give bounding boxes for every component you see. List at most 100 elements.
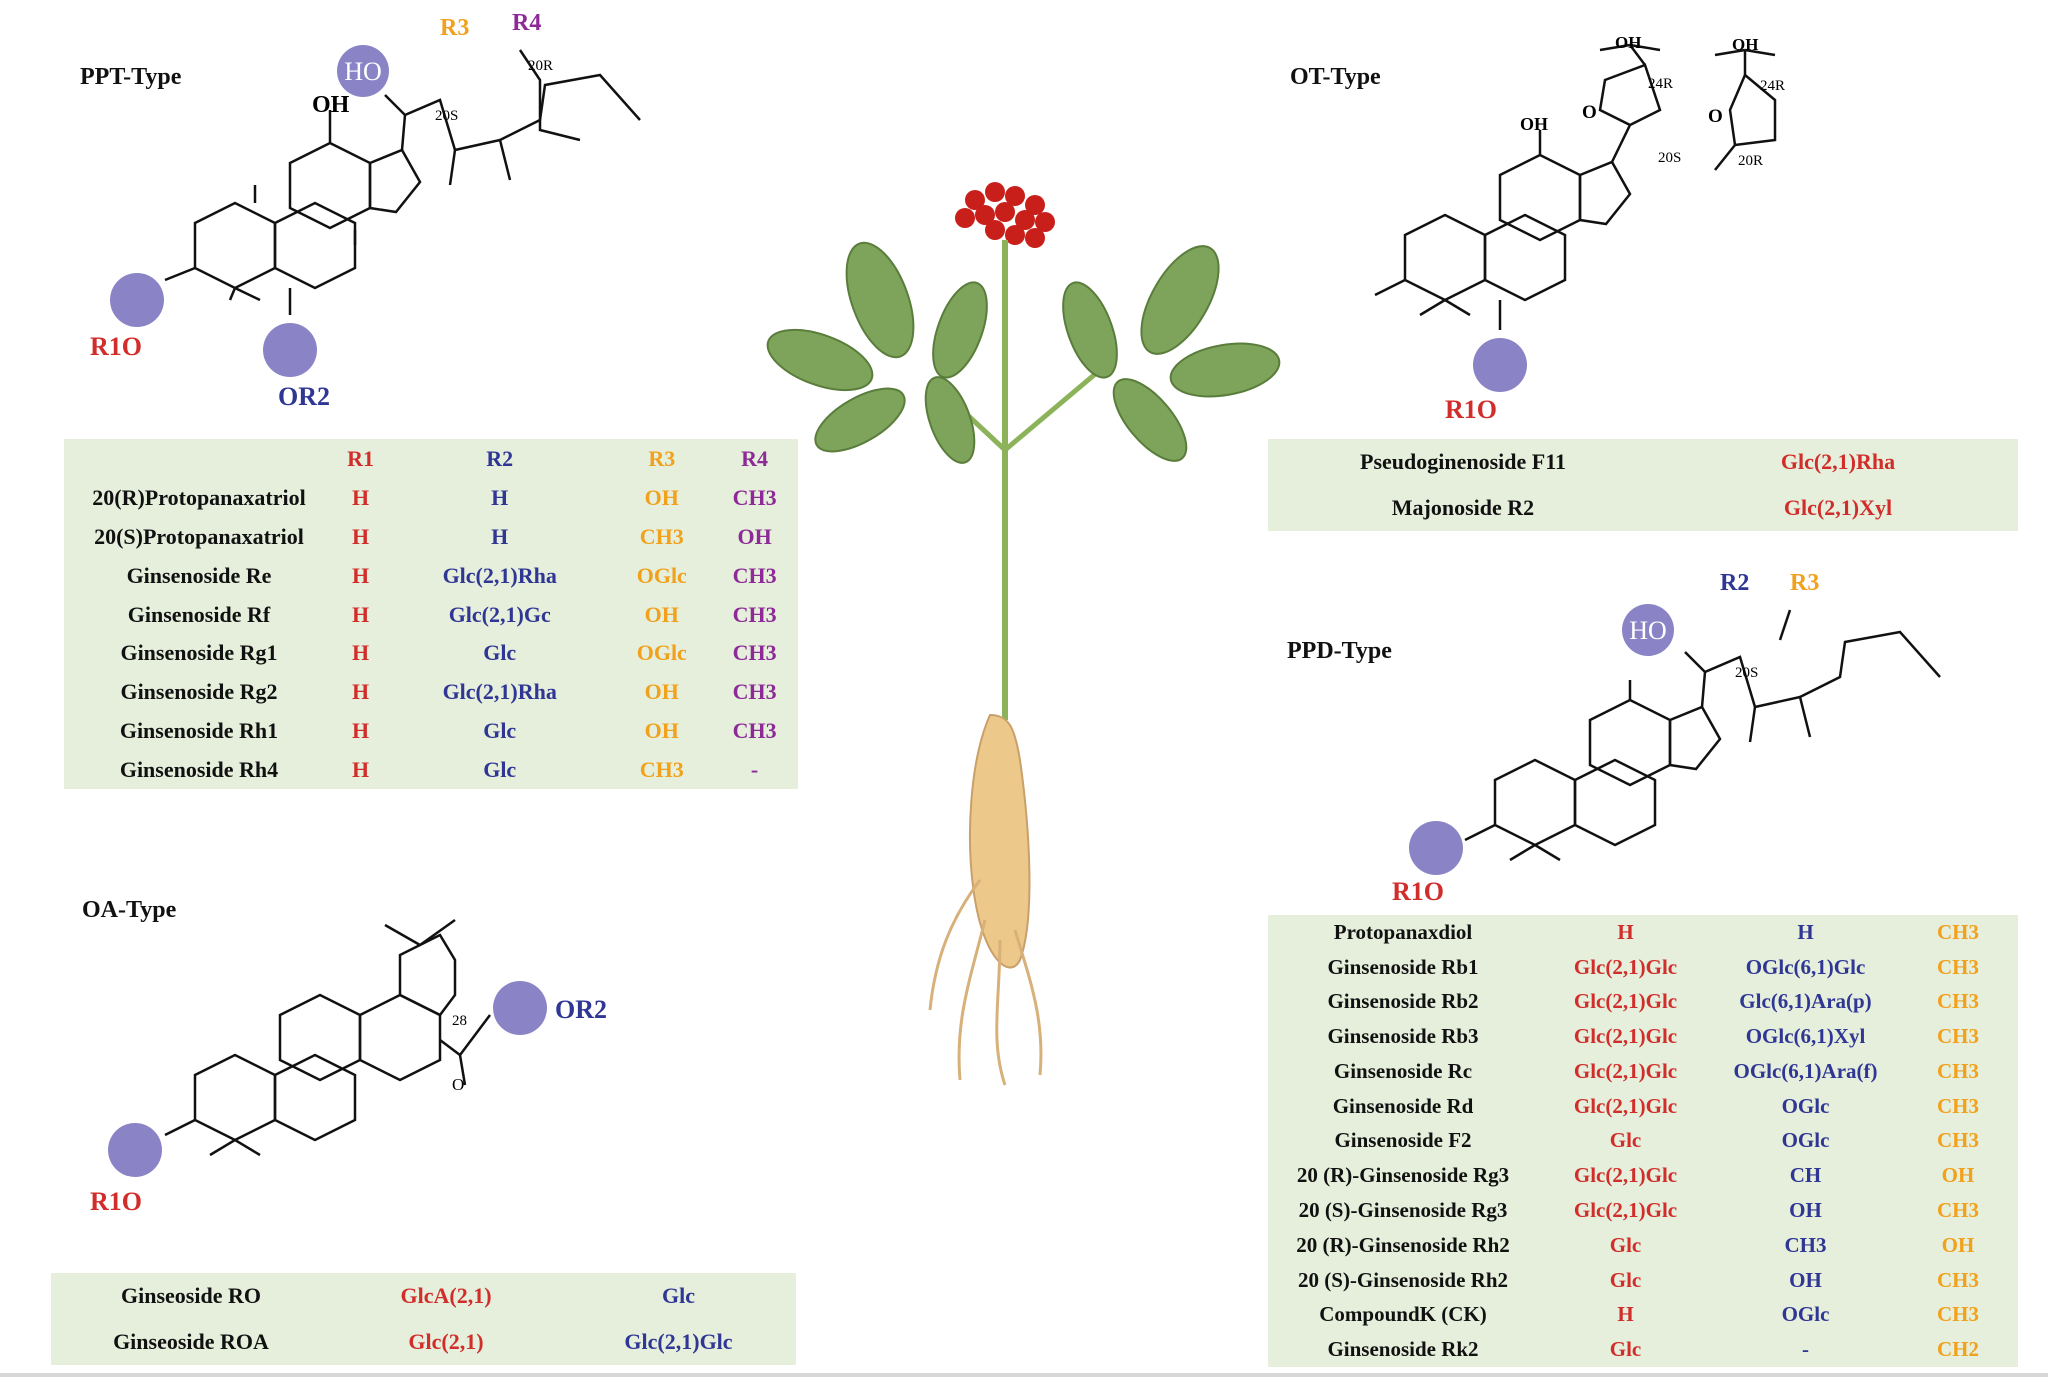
- r3-value: OGlc: [636, 640, 687, 666]
- r2-value: Glc: [483, 640, 517, 666]
- r1-value: Glc(2,1)Glc: [1573, 954, 1678, 979]
- r2-value: OGlc(6,1)Xyl: [1745, 1024, 1866, 1049]
- compound-name: CompoundK (CK): [1319, 1302, 1487, 1327]
- compound-name: Ginsenoside Rg2: [120, 679, 278, 705]
- ppt-r4-label: R4: [512, 10, 541, 36]
- r1-value: Glc(2,1)Rha: [1780, 449, 1896, 474]
- r3-value: OH: [644, 717, 679, 743]
- r1-value: H: [351, 717, 370, 743]
- ppd-r1o-circle: [1409, 821, 1463, 875]
- r2-value: CH: [1789, 1163, 1822, 1188]
- ppt-r1o-label: R1O: [90, 332, 142, 361]
- compound-name: Ginsenoside Rg1: [120, 640, 278, 666]
- r2-value: OGlc: [1781, 1093, 1830, 1118]
- compound-name: Ginsenoside Rd: [1332, 1093, 1474, 1118]
- ppt-header-r2: R2: [486, 446, 514, 471]
- compound-name: 20 (R)-Ginsenoside Rh2: [1296, 1232, 1510, 1257]
- ppt-or2-label: OR2: [278, 382, 330, 411]
- r1-value: H: [1617, 919, 1634, 944]
- ot-24r-b-label: 24R: [1760, 78, 1785, 94]
- oa-r1o-label: R1O: [90, 1187, 142, 1216]
- r3-value: CH3: [1937, 1128, 1979, 1153]
- compound-name: Ginsenoside Rb1: [1327, 954, 1479, 979]
- r3-value: CH3: [1937, 1267, 1979, 1292]
- oa-o-label: O: [452, 1075, 464, 1094]
- ppd-ring-b: [1573, 758, 1657, 847]
- compound-name: Ginsenoside Rh4: [119, 756, 279, 782]
- compound-name: Ginsenoside Rc: [1333, 1058, 1473, 1083]
- r1-value: Glc(2,1)Xyl: [1783, 495, 1893, 520]
- r1-value: H: [351, 640, 370, 666]
- r4-value: CH3: [732, 640, 777, 666]
- compound-name: 20(R)Protopanaxatriol: [92, 485, 306, 511]
- ppt-20r-label: 20R: [528, 58, 553, 74]
- compound-name: 20(S)Protopanaxatriol: [94, 524, 304, 550]
- ppt-table-row: Ginsenoside Rg1 H Glc OGlc CH3: [64, 634, 798, 673]
- r2-value: H: [491, 485, 509, 511]
- r3-value: CH3: [639, 756, 684, 782]
- r1-value: H: [351, 562, 370, 588]
- oa-ring-b: [273, 1053, 357, 1142]
- r2-value: Glc: [662, 1283, 695, 1308]
- r2-value: Glc(2,1)Rha: [442, 562, 557, 588]
- r2-value: H: [491, 524, 509, 550]
- r3-value: CH3: [1937, 954, 1979, 979]
- r1-value: Glc(2,1): [408, 1329, 484, 1354]
- compound-name: Ginsenoside Re: [126, 562, 272, 588]
- r2-value: Glc(6,1)Ara(p): [1739, 989, 1872, 1014]
- compound-name: Ginsenoside Rh1: [119, 717, 279, 743]
- r2-value: -: [1802, 1337, 1809, 1362]
- compound-name: Ginseoside ROA: [113, 1329, 269, 1354]
- ppt-header-r4: R4: [741, 446, 769, 471]
- r4-value: CH3: [732, 485, 777, 511]
- ot-24r-a-label: 24R: [1648, 76, 1673, 92]
- ot-o1-label: O: [1582, 102, 1597, 123]
- r1-value: Glc(2,1)Glc: [1573, 1058, 1678, 1083]
- r2-value: OGlc(6,1)Ara(f): [1733, 1058, 1878, 1083]
- ppt-oh-label: OH: [312, 92, 350, 118]
- r2-value: Glc: [483, 756, 517, 782]
- r1-value: Glc(2,1)Glc: [1573, 1198, 1678, 1222]
- oa-c28-label: 28: [452, 1013, 467, 1029]
- r4-value: CH3: [732, 601, 777, 627]
- r4-value: CH3: [732, 562, 777, 588]
- r3-value: CH2: [1937, 1337, 1979, 1362]
- ot-r1o-label: R1O: [1445, 395, 1497, 424]
- r2-value: OGlc: [1781, 1302, 1830, 1327]
- ppd-r3-label: R3: [1790, 570, 1819, 596]
- ppd-20s-label: 20S: [1735, 665, 1758, 681]
- ppt-header-r3: R3: [648, 446, 676, 471]
- r1-value: H: [351, 601, 370, 627]
- r3-value: CH3: [1937, 1198, 1979, 1222]
- compound-name: 20 (S)-Ginsenoside Rh2: [1297, 1267, 1509, 1292]
- r2-value: CH3: [1784, 1232, 1827, 1257]
- r1-value: H: [351, 756, 370, 782]
- r1-value: Glc(2,1)Glc: [1573, 1024, 1678, 1049]
- compound-name: Ginseoside RO: [121, 1283, 261, 1308]
- ppd-ho-label: HO: [1629, 616, 1667, 645]
- compound-name: Ginsenoside F2: [1334, 1128, 1472, 1153]
- r3-value: OH: [1941, 1232, 1975, 1257]
- ppd-r2-label: R2: [1720, 570, 1749, 596]
- ppt-ring-b: [273, 201, 357, 290]
- r3-value: OH: [644, 601, 679, 627]
- ot-ring-b: [1483, 213, 1567, 302]
- ot-oh2-label: OH: [1615, 33, 1641, 52]
- ppt-ho-circle: [337, 45, 389, 97]
- r1-value: Glc(2,1)Glc: [1573, 989, 1678, 1014]
- berry-cluster: [955, 182, 1055, 248]
- r2-value: OGlc: [1781, 1128, 1830, 1153]
